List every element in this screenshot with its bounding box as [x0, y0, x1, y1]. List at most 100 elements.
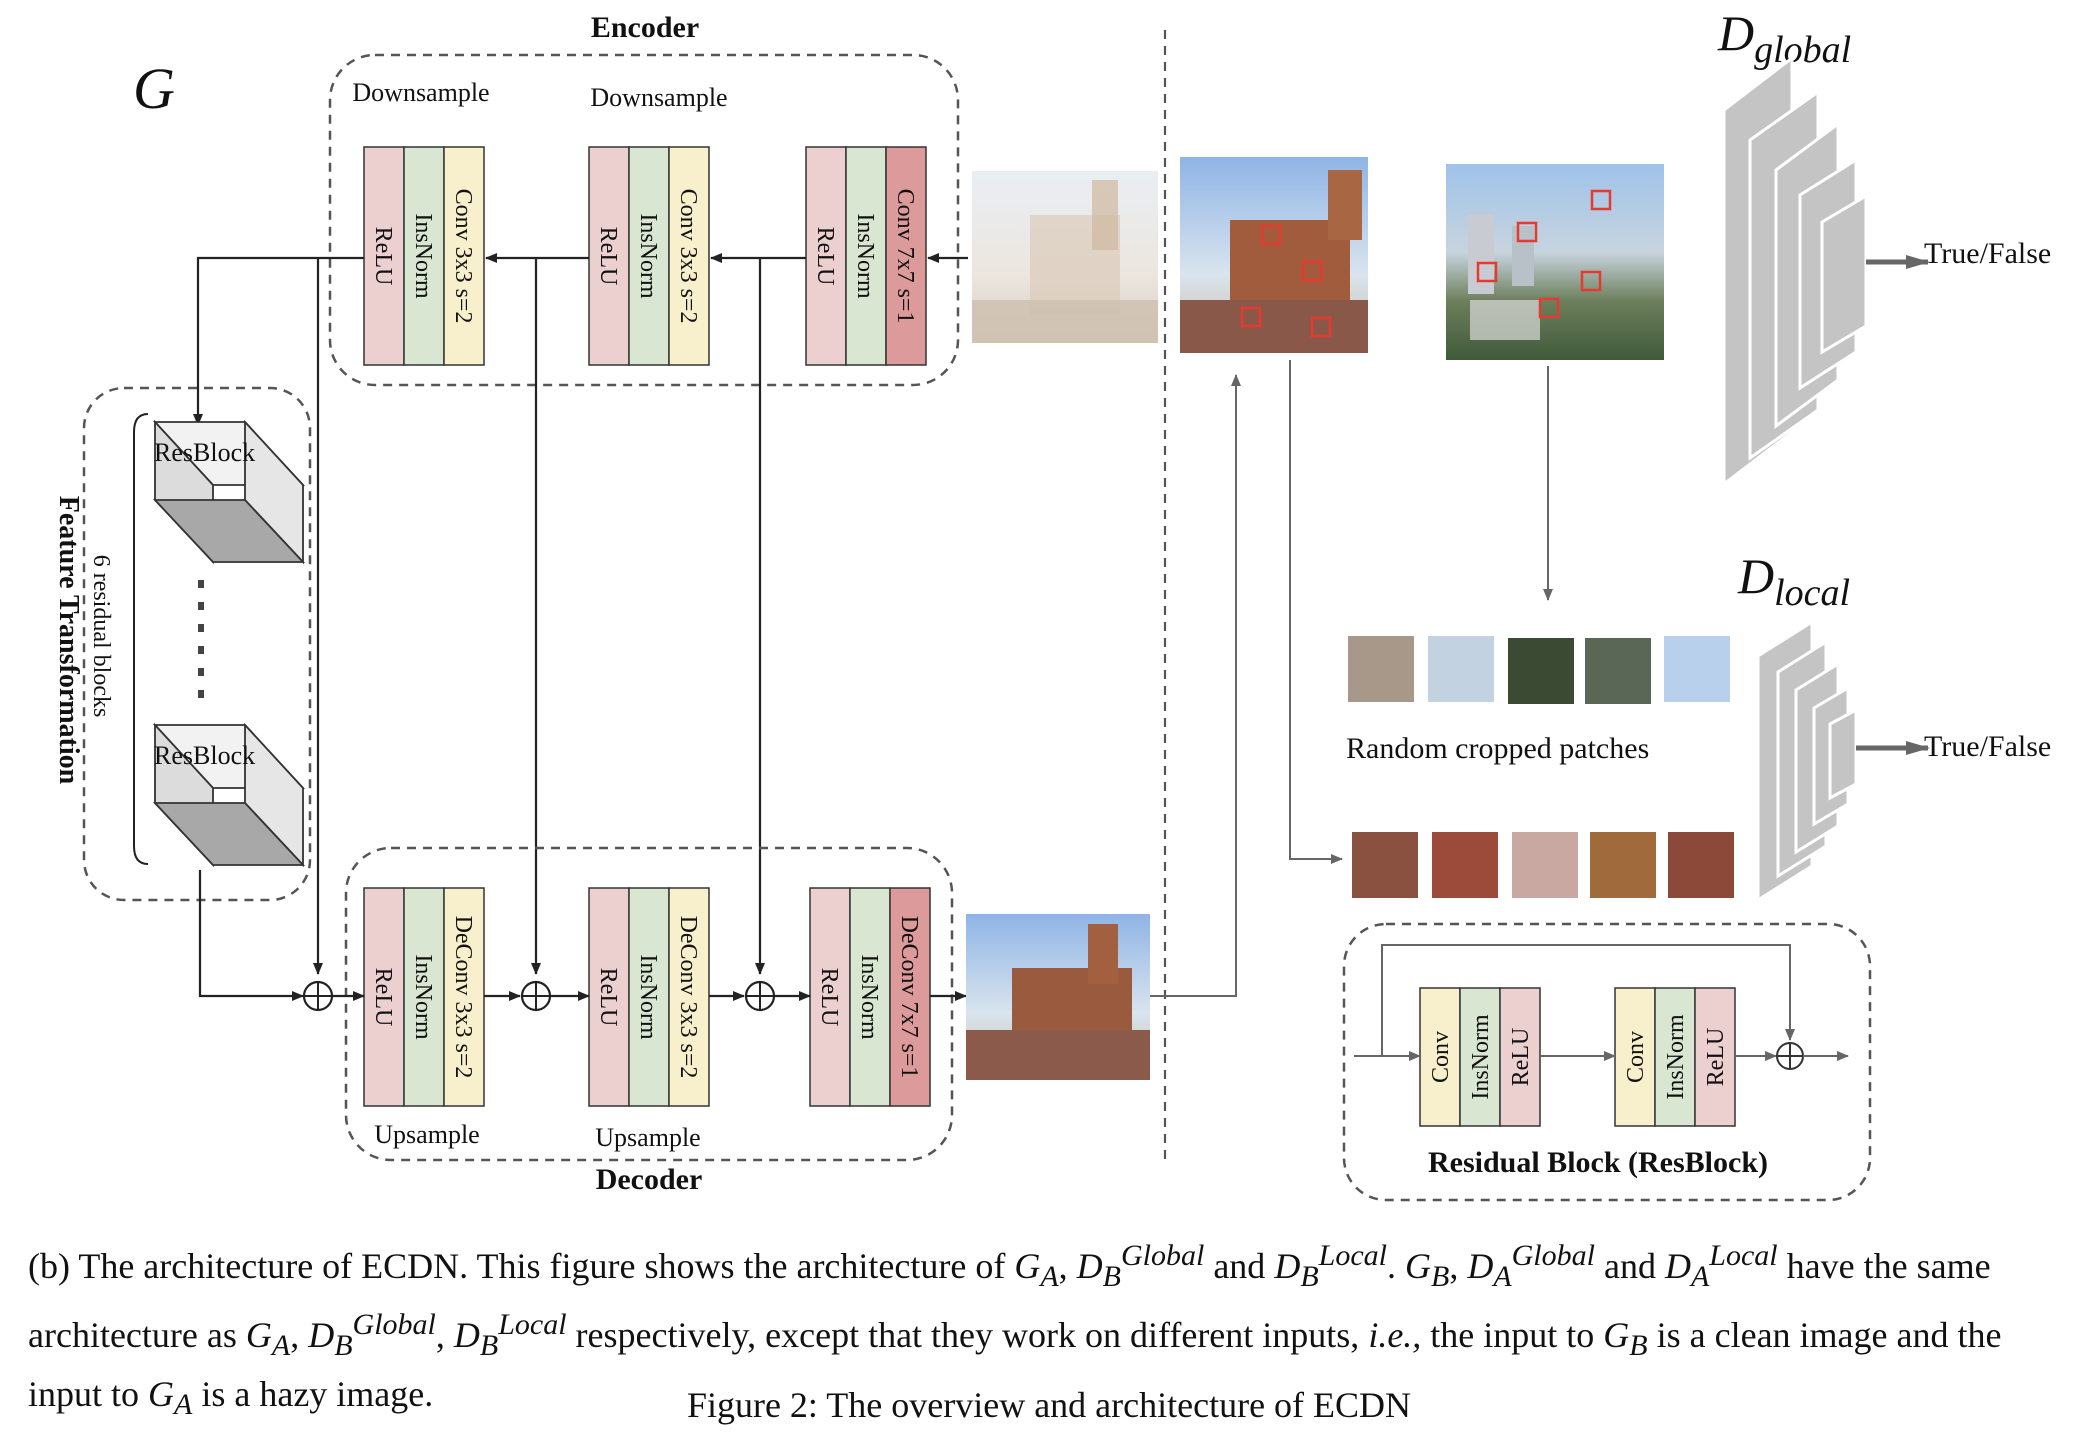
figure-title: Figure 2: The overview and architecture …: [686, 1385, 1412, 1425]
insnorm-layer: [628, 887, 670, 1107]
oplus-icon: [302, 980, 334, 1012]
relu-layer: [363, 146, 405, 366]
conv-layer: [885, 146, 927, 366]
relu-text: ReLU: [595, 968, 621, 1027]
deconv-layer: [668, 887, 710, 1107]
decoder-title: Decoder: [596, 1163, 703, 1196]
resblock-cube-2: ResBlock: [152, 722, 306, 868]
insnorm-layer: [403, 887, 445, 1107]
insnorm-layer: [849, 887, 891, 1107]
patches-label: Random cropped patches: [1346, 732, 1649, 765]
relu-layer: [1499, 987, 1541, 1127]
relu-text: ReLU: [1703, 1028, 1729, 1087]
patch: [1348, 636, 1414, 702]
conv-text: Conv 7x7 s=1: [892, 189, 918, 324]
insnorm-text: InsNorm: [410, 954, 436, 1040]
relu-text: ReLU: [812, 227, 838, 286]
decoder-upsample-label-1: Upsample: [374, 1120, 479, 1149]
conv-text: Conv: [1428, 1031, 1454, 1083]
patch: [1432, 832, 1498, 898]
resblock-label: ResBlock: [154, 741, 255, 770]
relu-layer: [588, 887, 630, 1107]
generator-symbol: G: [133, 56, 175, 121]
arrow: [198, 870, 304, 1001]
insnorm-text: InsNorm: [410, 213, 436, 299]
patch: [1508, 638, 1574, 704]
conv-text: Conv: [1623, 1031, 1649, 1083]
conv-text: Conv 3x3 s=2: [450, 189, 476, 324]
encoder-block-1: ReLU InsNorm Conv 3x3 s=2: [363, 146, 485, 366]
encoder-title: Encoder: [591, 11, 699, 44]
insnorm-text: InsNorm: [635, 954, 661, 1040]
insnorm-text: InsNorm: [1468, 1014, 1494, 1100]
insnorm-layer: [1459, 987, 1501, 1127]
brace: [133, 413, 149, 865]
clean-image: [1446, 164, 1664, 360]
patch: [1512, 832, 1578, 898]
d-global-symbol: Dglobal: [1717, 5, 1851, 71]
conv-layer: [1419, 987, 1461, 1127]
patch: [1668, 832, 1734, 898]
d-local-output: True/False: [1924, 730, 2051, 763]
deconv-text: DeConv 7x7 s=1: [896, 916, 922, 1079]
oplus-icon: [520, 980, 552, 1012]
resblock-label: ResBlock: [154, 438, 255, 467]
insnorm-layer: [1654, 987, 1696, 1127]
oplus-icon: [744, 980, 776, 1012]
res-block-unit-1: Conv InsNorm ReLU: [1419, 987, 1541, 1127]
insnorm-text: InsNorm: [1663, 1014, 1689, 1100]
relu-text: ReLU: [370, 227, 396, 286]
encoder-box: [328, 53, 960, 387]
relu-layer: [1694, 987, 1736, 1127]
hazy-input-image: [972, 171, 1158, 343]
decoder-block-1: ReLU InsNorm DeConv 3x3 s=2: [363, 887, 485, 1107]
relu-text: ReLU: [816, 968, 842, 1027]
d-local-stack: [1756, 619, 1858, 903]
conv-layer: [443, 146, 485, 366]
generated-patches: [1352, 832, 1734, 898]
insnorm-text: InsNorm: [852, 213, 878, 299]
d-local-symbol: Dlocal: [1737, 548, 1850, 614]
d-global-output: True/False: [1924, 237, 2051, 270]
decoder-block-2: ReLU InsNorm DeConv 3x3 s=2: [588, 887, 710, 1107]
arrow: [1289, 360, 1343, 864]
feature-transformation-box: [82, 386, 312, 902]
patch: [1590, 832, 1656, 898]
conv-text: Conv 3x3 s=2: [675, 189, 701, 324]
decoder-block-3: ReLU InsNorm DeConv 7x7 s=1: [809, 887, 931, 1107]
figure-caption: (b) The architecture of ECDN. This figur…: [28, 1239, 2002, 1422]
real-patches: [1348, 636, 1730, 704]
insnorm-layer: [403, 146, 445, 366]
relu-text: ReLU: [595, 227, 621, 286]
resblock-cube-1: ResBlock: [152, 419, 306, 565]
encoder-downsample-label-1: Downsample: [352, 78, 489, 107]
deconv-text: DeConv 3x3 s=2: [675, 916, 701, 1079]
residual-block-title: Residual Block (ResBlock): [1428, 1146, 1768, 1179]
relu-layer: [809, 887, 851, 1107]
patch: [1428, 636, 1494, 702]
res-block-unit-2: Conv InsNorm ReLU: [1614, 987, 1736, 1127]
encoder-block-2: ReLU InsNorm Conv 3x3 s=2: [588, 146, 710, 366]
relu-layer: [588, 146, 630, 366]
conv-layer: [668, 146, 710, 366]
encoder-downsample-label-2: Downsample: [590, 83, 727, 112]
insnorm-text: InsNorm: [856, 954, 882, 1040]
patch: [1585, 638, 1651, 704]
relu-text: ReLU: [1508, 1028, 1534, 1087]
patch: [1352, 832, 1418, 898]
feature-transformation-label: Feature Transformation: [53, 496, 84, 785]
deconv-layer: [443, 887, 485, 1107]
vertical-dots: [198, 580, 204, 698]
residual-count-label: 6 residual blocks: [88, 555, 114, 718]
arrow: [193, 256, 364, 426]
deconv-text: DeConv 3x3 s=2: [450, 916, 476, 1079]
skip-connection: [1381, 944, 1795, 1056]
architecture-diagram: G Encoder Downsample Downsample ReLU Ins…: [53, 5, 2051, 1202]
encoder-block-3: ReLU InsNorm Conv 7x7 s=1: [805, 146, 927, 366]
insnorm-layer: [845, 146, 887, 366]
arrow: [1150, 374, 1241, 997]
d-global-stack: [1722, 54, 1868, 488]
dehazed-output-image: [966, 914, 1150, 1080]
insnorm-text: InsNorm: [635, 213, 661, 299]
conv-layer: [1614, 987, 1656, 1127]
